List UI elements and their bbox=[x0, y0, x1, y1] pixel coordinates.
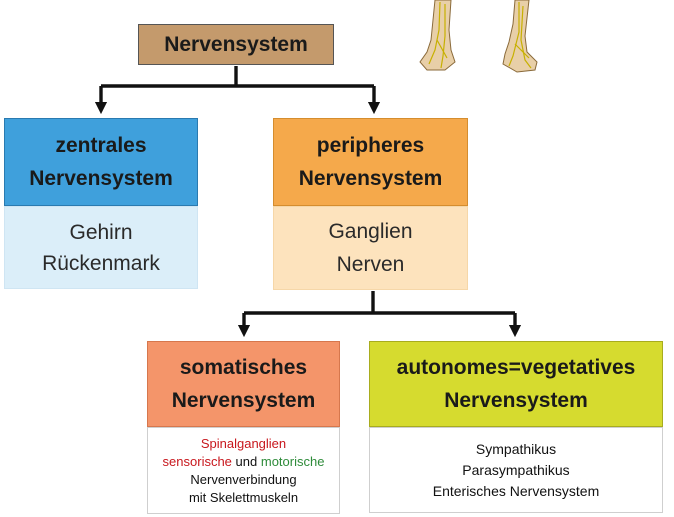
central-item-rueckenmark: Rückenmark bbox=[42, 251, 160, 275]
autonomic-nervous-system-body: Sympathikus Parasympathikus Enterisches … bbox=[369, 427, 663, 513]
autonomic-item-enterisches: Enterisches Nervensystem bbox=[432, 482, 600, 499]
somatic-spinalganglien: Spinalganglien bbox=[200, 435, 287, 451]
central-title-line-2: Nervensystem bbox=[29, 167, 173, 190]
central-nervous-system-header: zentrales Nervensystem bbox=[4, 118, 198, 206]
peripheral-nervous-system-header: peripheres Nervensystem bbox=[273, 118, 468, 206]
connector-root-to-level1 bbox=[101, 66, 374, 88]
somatic-skelettmuskeln: mit Skelettmuskeln bbox=[188, 489, 299, 505]
peripheral-title-line-2: Nervensystem bbox=[298, 167, 443, 190]
autonomic-item-sympathikus: Sympathikus bbox=[475, 440, 557, 457]
somatic-nervous-system-header: somatisches Nervensystem bbox=[147, 341, 340, 427]
somatic-title-line-2: Nervensystem bbox=[171, 389, 316, 412]
autonomic-item-parasympathikus: Parasympathikus bbox=[462, 461, 570, 478]
autonomic-title-line-1: autonomes=vegetatives bbox=[396, 356, 636, 379]
central-nervous-system-body: Gehirn Rückenmark bbox=[4, 206, 198, 289]
root-node-label: Nervensystem bbox=[164, 32, 308, 56]
somatic-sensory-motor-line: sensorische und motorische bbox=[148, 453, 339, 471]
autonomic-title-line-2: Nervensystem bbox=[444, 389, 588, 412]
somatic-nervenverbindung: Nervenverbindung bbox=[190, 471, 297, 487]
central-title-line-1: zentrales bbox=[55, 134, 147, 157]
peripheral-item-nerven: Nerven bbox=[336, 253, 405, 276]
somatic-nervous-system-body: Spinalganglien sensorische und motorisch… bbox=[147, 427, 340, 514]
peripheral-title-line-1: peripheres bbox=[316, 134, 425, 157]
somatic-title-line-1: somatisches bbox=[179, 356, 308, 379]
autonomic-nervous-system-header: autonomes=vegetatives Nervensystem bbox=[369, 341, 663, 427]
peripheral-nervous-system-body: Ganglien Nerven bbox=[273, 206, 468, 290]
peripheral-item-ganglien: Ganglien bbox=[328, 220, 413, 243]
central-item-gehirn: Gehirn bbox=[69, 220, 133, 244]
human-legs-nerves-illustration bbox=[419, 0, 538, 73]
somatic-and-label: und bbox=[235, 453, 258, 469]
somatic-motor-label: motorische bbox=[260, 453, 325, 469]
somatic-sensory-label: sensorische bbox=[162, 453, 232, 469]
connector-peripheral-to-level2 bbox=[244, 291, 515, 315]
root-node-nervensystem: Nervensystem bbox=[138, 24, 334, 65]
